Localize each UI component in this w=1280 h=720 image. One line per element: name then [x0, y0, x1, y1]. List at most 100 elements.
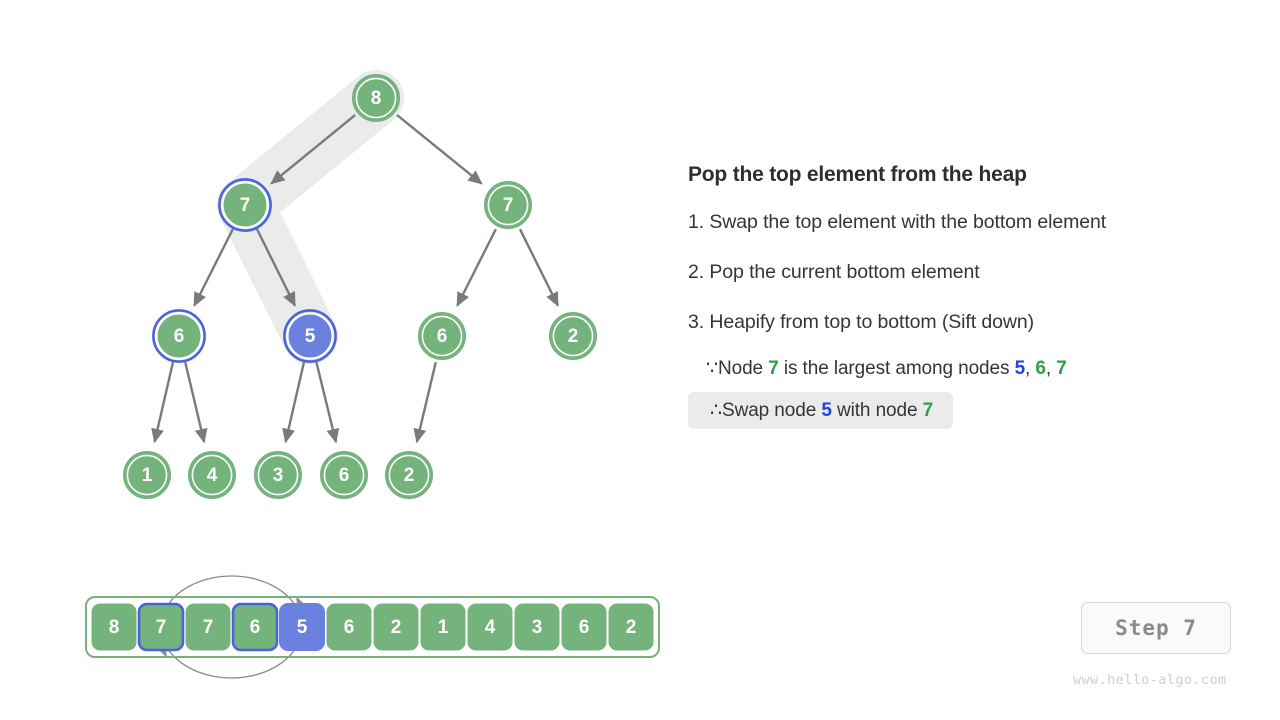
array-cell[interactable]: 7: [185, 603, 231, 651]
tree-node[interactable]: 2: [549, 312, 597, 360]
array-cell[interactable]: 3: [514, 603, 560, 651]
therefore-line: ∴Swap node 5 with node 7: [688, 392, 954, 429]
because-pre: Node: [718, 358, 769, 379]
because-mid: is the largest among nodes: [778, 358, 1015, 379]
array-cell[interactable]: 1: [420, 603, 466, 651]
array-cell-box: [608, 603, 654, 651]
node-circle: [552, 315, 594, 357]
array-cell-value: 6: [579, 617, 590, 638]
therefore-node-b: 7: [922, 400, 934, 421]
array-cell-box: [91, 603, 137, 651]
array-cell[interactable]: 2: [608, 603, 654, 651]
node-value: 2: [568, 326, 579, 347]
tree-edge: [151, 362, 175, 444]
array-cell-box: [420, 603, 466, 651]
page-title: Pop the top element from the heap: [688, 163, 1027, 186]
array-cell-value: 8: [109, 617, 120, 638]
tree-node[interactable]: 5: [283, 309, 337, 363]
node-circle: [152, 309, 206, 363]
array-cell-box: [514, 603, 560, 651]
array-container: [85, 596, 660, 658]
step-line-1: 1. Swap the top element with the bottom …: [688, 211, 1107, 233]
node-circle: [283, 309, 337, 363]
node-circle: [191, 454, 233, 496]
heap-tree-diagram: 8 7 7 6 5 6 2 1 4 3 6 2: [123, 70, 597, 499]
array-cell[interactable]: 7: [137, 602, 185, 652]
node-circle: [323, 454, 365, 496]
tree-node[interactable]: 2: [385, 451, 433, 499]
tree-node[interactable]: 6: [320, 451, 368, 499]
array-cell[interactable]: 4: [467, 603, 513, 651]
array-cell-value: 6: [344, 617, 355, 638]
node-circle: [355, 77, 397, 119]
array-cell-box: [373, 603, 419, 651]
tree-edge: [193, 228, 234, 307]
because-line: ∵Node 7 is the largest among nodes 5, 6,…: [688, 355, 1228, 382]
array-cell-value: 7: [203, 617, 214, 638]
array-cell-value: 3: [532, 617, 543, 638]
tree-edge: [413, 361, 437, 444]
tree-edge: [456, 228, 497, 307]
node-value: 6: [174, 326, 185, 347]
array-cell-box: [185, 603, 231, 651]
array-cell-box: [561, 603, 607, 651]
tree-edge: [282, 362, 306, 444]
tree-node[interactable]: 7: [484, 181, 532, 229]
array-cell[interactable]: 8: [91, 603, 137, 651]
array-cell[interactable]: 2: [373, 603, 419, 651]
array-cell-box: [231, 602, 279, 652]
node-value: 5: [305, 326, 316, 347]
tree-edge: [396, 114, 483, 185]
tree-node[interactable]: 1: [123, 451, 171, 499]
because-node-value: 7: [768, 358, 779, 379]
step-line-2: 2. Pop the current bottom element: [688, 261, 980, 283]
array-cell-value: 4: [485, 617, 496, 638]
array-cell-box: [467, 603, 513, 651]
tree-node[interactable]: 7: [218, 178, 272, 232]
therefore-symbol: ∴: [710, 400, 722, 421]
array-cell-value: 5: [297, 617, 308, 638]
tree-node[interactable]: 6: [152, 309, 206, 363]
node-circle: [225, 185, 265, 225]
tree-node[interactable]: 6: [418, 312, 466, 360]
node-circle: [126, 454, 168, 496]
node-value: 3: [273, 465, 284, 486]
because-sep-1: ,: [1025, 358, 1036, 379]
array-cell[interactable]: 6: [231, 602, 279, 652]
tree-edge: [255, 228, 296, 307]
array-cell[interactable]: 5: [279, 603, 325, 651]
array-cell-value: 7: [156, 617, 167, 638]
tree-nodes: 8 7 7 6 5 6 2 1 4 3 6 2: [123, 74, 597, 499]
tree-edge: [518, 228, 559, 307]
node-value: 2: [404, 465, 415, 486]
node-value: 1: [142, 465, 153, 486]
array-cell[interactable]: 6: [326, 603, 372, 651]
node-circle: [290, 316, 330, 356]
array-cell-value: 2: [626, 617, 637, 638]
node-circle: [159, 316, 199, 356]
therefore-pre: Swap node: [722, 400, 822, 421]
tree-node[interactable]: 4: [188, 451, 236, 499]
node-value: 8: [371, 88, 382, 109]
step-badge: Step 7: [1081, 602, 1231, 654]
tree-node[interactable]: 3: [254, 451, 302, 499]
tree-node[interactable]: 8: [352, 74, 400, 122]
tree-edge: [315, 361, 340, 444]
therefore-mid: with node: [831, 400, 923, 421]
node-value: 6: [339, 465, 350, 486]
node-value: 6: [437, 326, 448, 347]
array-cell-value: 2: [391, 617, 402, 638]
array-cell-box: [279, 603, 325, 651]
tree-edge: [184, 361, 208, 444]
node-circle: [421, 315, 463, 357]
because-sep-2: ,: [1045, 358, 1057, 379]
node-value: 7: [240, 195, 251, 216]
explanation-panel: Pop the top element from the heap 1. Swa…: [688, 163, 1228, 429]
node-circle: [257, 454, 299, 496]
node-value: 7: [503, 195, 514, 216]
watermark: www.hello-algo.com: [1073, 672, 1227, 688]
array-cell[interactable]: 6: [561, 603, 607, 651]
